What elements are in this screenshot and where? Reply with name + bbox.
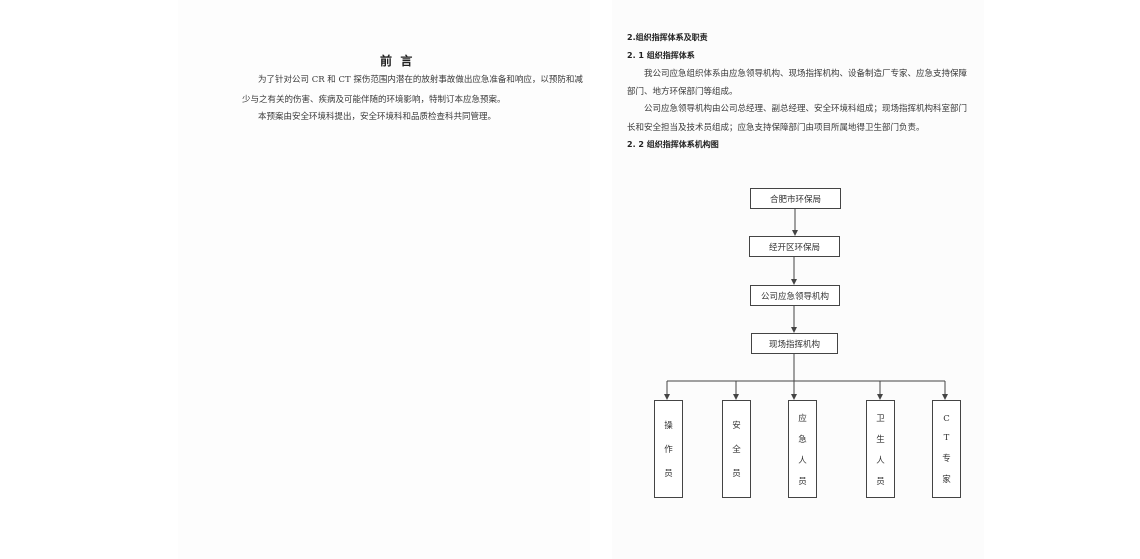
char: 卫 [876, 413, 885, 424]
char: 操 [664, 421, 673, 431]
char: 员 [664, 469, 673, 479]
org-box-health-staff: 卫生人员 [866, 400, 895, 498]
org-box-district-epb: 经开区环保局 [749, 236, 840, 257]
org-box-emergency-staff: 应急人员 [788, 400, 817, 498]
preface-para1-line1: 为了针对公司 CR 和 CT 探伤范围内潜在的放射事故做出应急准备和响应，以预防… [258, 75, 583, 85]
char: 生 [876, 434, 885, 445]
char: 急 [798, 434, 807, 445]
char: 全 [732, 445, 741, 455]
char: 人 [798, 455, 807, 466]
left-page: 前 言 为了针对公司 CR 和 CT 探伤范围内潜在的放射事故做出应急准备和响应… [178, 0, 590, 559]
org-box-safety-staff: 安全员 [722, 400, 751, 498]
org-box-operators: 操作员 [654, 400, 683, 498]
preface-para2: 本预案由安全环境科提出，安全环境科和品质检查科共同管理。 [258, 112, 497, 122]
subsection-heading-1: 2. 1 组织指挥体系 [627, 51, 695, 60]
char: 员 [732, 469, 741, 479]
char: 家 [942, 474, 951, 485]
char: C [943, 413, 950, 424]
char: 应 [798, 413, 807, 424]
org-box-emergency-leadership: 公司应急领导机构 [750, 285, 840, 306]
char: 员 [798, 476, 807, 487]
section-heading: 2.组织指挥体系及职责 [627, 33, 708, 42]
org-box-hefei-epb: 合肥市环保局 [750, 188, 841, 209]
preface-para1-line2: 少与之有关的伤害、疾病及可能伴随的环境影响，特制订本应急预案。 [242, 95, 506, 105]
char: 专 [942, 453, 951, 464]
preface-title: 前 言 [380, 54, 413, 68]
para1-line1: 我公司应急组织体系由应急领导机构、现场指挥机构、设备制造厂专家、应急支持保障 [644, 69, 968, 79]
para1-line2: 部门、地方环保部门等组成。 [627, 87, 738, 97]
char: 人 [876, 455, 885, 466]
para2-line2: 长和安全担当及技术员组成；应急支持保障部门由项目所属地得卫生部门负责。 [627, 123, 925, 133]
para2-line1: 公司应急领导机构由公司总经理、副总经理、安全环境科组成；现场指挥机构科室部门 [644, 104, 968, 114]
char: 安 [732, 421, 741, 431]
org-box-site-command: 现场指挥机构 [751, 333, 838, 354]
char: 员 [876, 476, 885, 487]
char: 作 [664, 445, 673, 455]
char: T [943, 432, 950, 443]
subsection-heading-2: 2. 2 组织指挥体系机构图 [627, 140, 719, 149]
